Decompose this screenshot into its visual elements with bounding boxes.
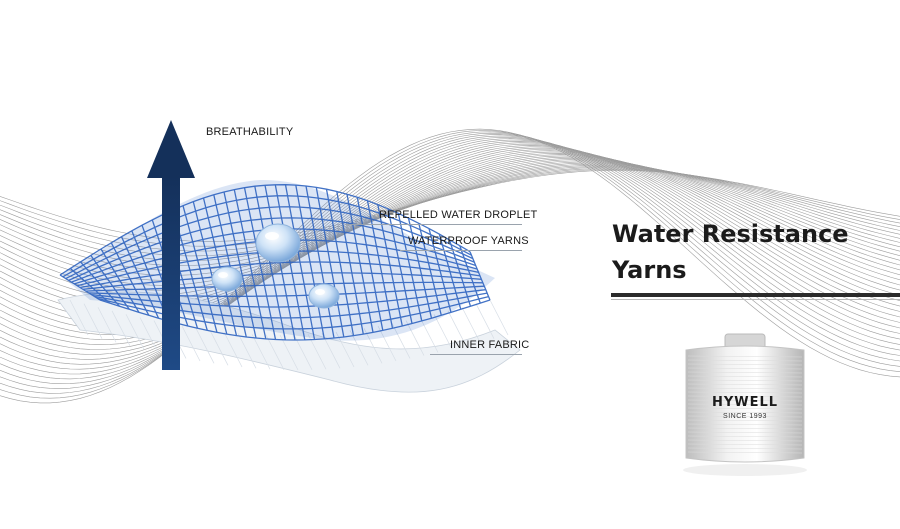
spool-thread <box>687 443 803 446</box>
spool-thread <box>687 371 803 374</box>
spool-thread <box>687 359 803 362</box>
brand-logo-text: HYWELL <box>711 395 779 410</box>
spool-thread <box>687 451 803 454</box>
mesh-yarn <box>68 217 475 281</box>
spool-thread <box>687 387 803 390</box>
mesh-yarn <box>79 261 481 289</box>
inner-fabric-thread <box>475 303 495 339</box>
inner-fabric-thread <box>419 317 439 353</box>
spool-thread <box>687 403 803 406</box>
spool-thread <box>687 427 803 430</box>
inner-fabric-thread <box>391 323 411 359</box>
wave-line <box>0 164 900 266</box>
spool-thread <box>687 415 803 418</box>
mesh-yarn <box>59 184 471 276</box>
spool-thread <box>687 423 803 426</box>
mesh-yarn <box>62 195 472 278</box>
repelled-water-droplet-label: REPELLED WATER DROPLET <box>379 209 538 221</box>
wave-line <box>0 141 900 360</box>
mesh-yarn <box>85 281 483 292</box>
mesh-yarn <box>91 289 486 308</box>
wave-line <box>0 136 900 375</box>
inner-fabric-thread <box>237 333 257 369</box>
wave-line <box>0 139 900 365</box>
wave-line <box>0 160 900 286</box>
inner-fabric-thread <box>69 299 89 336</box>
inner-fabric-thread <box>139 317 159 353</box>
spool-thread <box>687 363 803 366</box>
inner-fabric-thread <box>111 310 131 346</box>
waterproof-yarns-label: WATERPROOF YARNS <box>408 235 529 247</box>
wave-line <box>0 142 900 355</box>
inner-fabric-thread <box>293 334 313 370</box>
brand-since-text: SINCE 1993 <box>723 413 767 420</box>
inner-fabric-thread <box>489 299 509 336</box>
spool-thread <box>687 355 803 358</box>
water-droplet-small <box>308 283 340 309</box>
spool-thread <box>687 367 803 370</box>
inner-fabric-thread <box>195 328 215 364</box>
inner-fabric-thread <box>447 310 467 346</box>
inner-fabric-thread <box>433 314 453 350</box>
yarn-spool <box>683 333 807 476</box>
spool-thread <box>687 419 803 422</box>
wave-line <box>0 143 900 350</box>
spool-thread <box>687 391 803 394</box>
wave-line <box>0 161 900 281</box>
mesh-yarn <box>65 206 474 280</box>
breathability-arrow <box>147 120 195 370</box>
wave-line <box>0 159 900 291</box>
inner-fabric-thread <box>279 334 299 371</box>
inner-fabric-thread <box>461 307 481 343</box>
wave-line <box>0 132 900 389</box>
inner-fabric-thread <box>181 325 201 362</box>
leader-inner-fabric <box>430 354 522 355</box>
spool-thread <box>687 447 803 450</box>
leader-repelled-water-droplet <box>345 224 522 225</box>
page-title: Water Resistance Yarns <box>612 216 892 288</box>
wave-line <box>0 131 900 394</box>
wave-line <box>0 130 900 399</box>
water-droplet-large <box>255 223 301 263</box>
inner-fabric-thread <box>83 303 103 339</box>
inner-fabric-thread <box>377 325 397 362</box>
wave-line <box>0 128 900 404</box>
spool-thread <box>687 399 803 402</box>
inner-fabric-thread <box>209 330 229 366</box>
wave-line <box>0 165 900 261</box>
inner-fabric-thread <box>251 334 271 370</box>
spool-thread <box>687 435 803 438</box>
spool-thread <box>687 379 803 382</box>
breathability-label: BREATHABILITY <box>206 126 294 138</box>
wave-line <box>0 135 900 380</box>
leader-waterproof-yarns <box>400 250 522 251</box>
spool-thread <box>687 407 803 410</box>
inner-fabric-label: INNER FABRIC <box>450 339 530 351</box>
mesh-yarn <box>94 292 488 319</box>
title-line-1: Water Resistance <box>612 220 849 248</box>
inner-fabric-thread <box>97 307 117 343</box>
spool-thread <box>687 383 803 386</box>
inner-fabric-thread <box>265 334 285 370</box>
mesh-yarn <box>88 285 485 297</box>
spool-thread <box>687 395 803 398</box>
spool-thread <box>687 375 803 378</box>
spool-thread <box>687 431 803 434</box>
inner-fabric-thread <box>363 328 383 364</box>
inner-fabric-thread <box>125 314 145 350</box>
mesh-yarn <box>82 272 482 290</box>
inner-fabric-thread <box>223 331 243 368</box>
title-line-2: Yarns <box>612 256 687 284</box>
spool-thread <box>687 439 803 442</box>
spool-thread <box>687 411 803 414</box>
inner-fabric-thread <box>405 320 425 356</box>
wave-line <box>0 134 900 385</box>
water-droplet-medium <box>211 266 243 292</box>
title-underline <box>611 293 900 297</box>
water-droplets <box>211 223 340 309</box>
title-underline-thin <box>611 299 900 300</box>
wave-line <box>0 138 900 370</box>
